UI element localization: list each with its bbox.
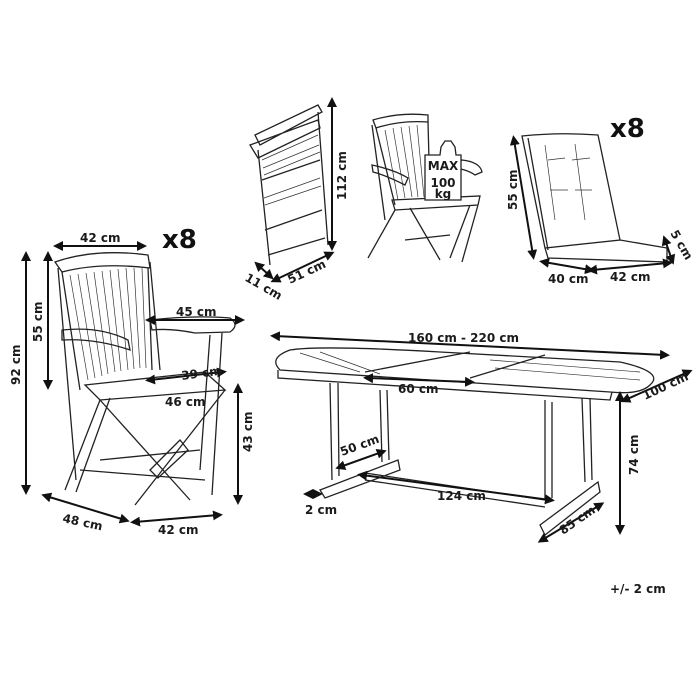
max-load-value: 100	[430, 176, 455, 190]
folded-width-arrow	[270, 251, 335, 283]
chair-depth-arrow	[41, 492, 130, 524]
folded-height-label: 112 cm	[335, 151, 349, 200]
table-width-label: 100 cm	[640, 369, 690, 402]
max-load-label: MAX	[428, 159, 459, 173]
max-load-badge: MAX 100 kg	[424, 140, 462, 201]
cushion-drawing	[521, 133, 668, 263]
table-length-label: 160 cm - 220 cm	[408, 331, 519, 345]
folded-chair-drawing	[249, 104, 329, 266]
table-stretcher-label: 124 cm	[437, 489, 486, 503]
tolerance-note: +/- 2 cm	[610, 582, 666, 596]
cushion-depth-arrow	[539, 257, 595, 275]
table-length-arrow	[270, 331, 670, 360]
cushion-width-arrow	[587, 258, 673, 275]
chair-height-label: 92 cm	[9, 345, 23, 386]
table-foot-depth-arrow	[335, 448, 387, 471]
cushion-thickness-arrow	[661, 235, 676, 265]
cushion-back-height-arrow	[509, 135, 538, 260]
table-extension-label: 60 cm	[398, 382, 439, 396]
table-stretcher-arrow	[357, 470, 555, 505]
chair-seat-depth-arrow	[145, 367, 227, 385]
chair-base-width-arrow	[130, 510, 223, 527]
cushion-back-height-label: 55 cm	[506, 170, 520, 211]
chair-depth-label: 48 cm	[61, 511, 104, 533]
cushion-depth-label: 40 cm	[548, 272, 589, 286]
chair-seat-depth-label: 39 cm	[180, 363, 222, 383]
chair-armrest-label: 45 cm	[176, 305, 217, 319]
chair-width-top-label: 42 cm	[80, 231, 121, 245]
chair-quantity-label: x8	[162, 225, 197, 255]
chair-back-height-label: 55 cm	[31, 302, 45, 343]
chair-seat-width-label: 46 cm	[165, 395, 206, 409]
table-height-label: 74 cm	[627, 435, 641, 476]
cushion-quantity-label: x8	[610, 114, 645, 144]
max-load-unit: kg	[435, 187, 452, 201]
folded-width-label: 51 cm	[285, 257, 328, 287]
chair-base-width-label: 42 cm	[158, 523, 199, 537]
chair-seat-height-label: 43 cm	[241, 412, 255, 453]
table-width-arrow	[620, 369, 693, 403]
cushion-width-label: 42 cm	[610, 270, 651, 284]
folded-thickness-arrow	[254, 261, 274, 280]
folded-thickness-label: 11 cm	[243, 270, 285, 302]
table-extension-arrow	[363, 373, 475, 387]
table-foot-length-arrow	[537, 502, 605, 543]
table-foot-offset-label: 2 cm	[305, 503, 337, 517]
